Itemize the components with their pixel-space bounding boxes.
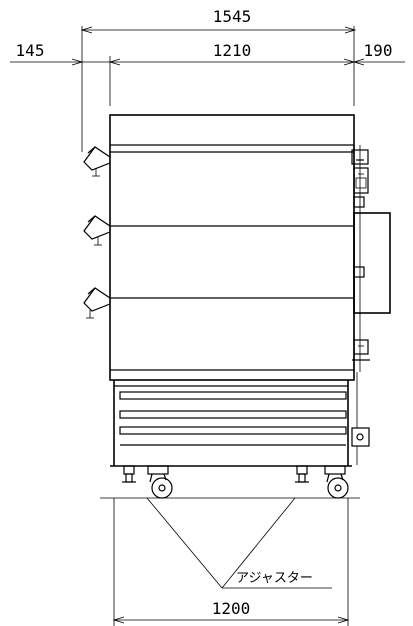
dim-left-offset: 145 — [16, 41, 45, 60]
dimension-top: 1545 145 1210 190 — [10, 7, 405, 152]
handle-icon — [83, 287, 111, 319]
dimension-bottom: 1200 — [112, 498, 350, 626]
dim-body-width: 1210 — [213, 41, 252, 60]
cabinet-body — [109, 114, 355, 381]
handle-icon — [83, 146, 111, 177]
side-fittings — [351, 145, 391, 465]
dim-base-width: 1200 — [212, 599, 251, 618]
dim-right-offset: 190 — [364, 41, 393, 60]
caster-icon — [122, 465, 136, 483]
caster-icon — [147, 465, 173, 499]
handle-icon — [83, 215, 111, 246]
leader-lines: アジャスター — [146, 497, 332, 589]
caster-icon — [324, 465, 349, 499]
adjuster-label: アジャスター — [236, 571, 313, 586]
stand-frame — [110, 380, 352, 467]
caster-icon — [295, 465, 309, 483]
dim-overall-width: 1545 — [213, 7, 252, 26]
